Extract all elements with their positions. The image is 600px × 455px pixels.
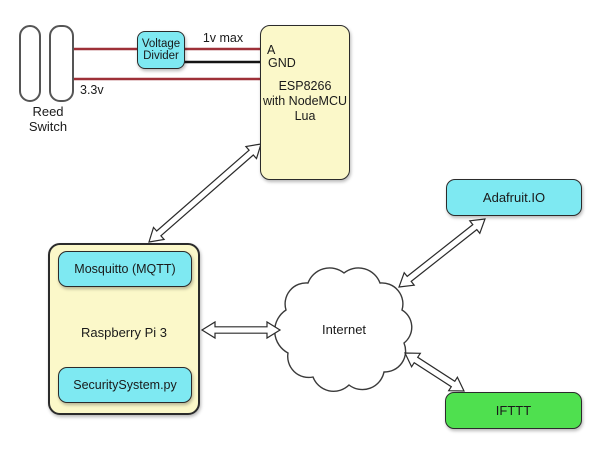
esp-pin-a-label: A [267,43,276,57]
wires [74,47,261,81]
raspberry-pi-label: Raspberry Pi 3 [81,325,167,340]
internet-label: Internet [321,322,367,337]
esp8266-label: ESP8266 with NodeMCU Lua [262,79,348,123]
security-script-node: SecuritySystem.py [58,367,192,403]
raspberry-pi-node: Mosquitto (MQTT) Raspberry Pi 3 Security… [48,243,200,415]
adafruit-io-node: Adafruit.IO [446,179,582,216]
mosquitto-node: Mosquitto (MQTT) [58,251,192,287]
double-arrow [200,320,282,340]
reed-switch-contact-right [49,25,74,102]
double-arrow [398,218,486,288]
internet-cloud [274,267,413,392]
esp8266-node: A GND ESP8266 with NodeMCU Lua [260,25,350,180]
reed-switch-contact-left [19,25,41,102]
voltage-divider-node: Voltage Divider [137,31,185,69]
double-arrow [404,352,465,392]
connection-arrows [148,143,486,392]
wire-label-3v3: 3.3v [80,83,104,97]
double-arrow [148,143,262,243]
ifttt-node: IFTTT [445,392,582,429]
wire-label-1v-max: 1v max [202,31,244,45]
esp-pin-gnd-label: GND [268,56,296,70]
reed-switch-label: Reed Switch [28,104,68,135]
